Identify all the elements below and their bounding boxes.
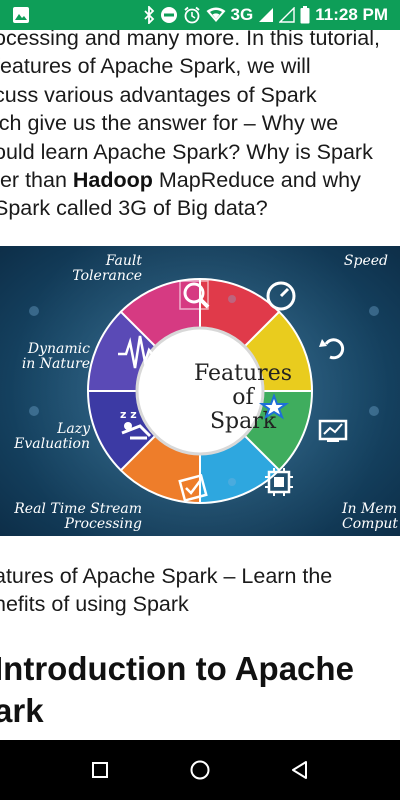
- section-heading: Introduction to Apache ark: [0, 648, 400, 732]
- checklist-icon: [178, 473, 208, 503]
- signal-empty-icon: [279, 7, 295, 23]
- clock: 11:28 PM: [315, 5, 388, 24]
- label-line: Fault: [105, 253, 142, 269]
- label-real-time-stream-processing: Real Time Stream Processing: [4, 502, 142, 532]
- monitor-chart-icon: [318, 419, 348, 442]
- star-icon: [258, 393, 290, 420]
- paragraph-line: features of Apache Spark, we will: [0, 54, 311, 79]
- hadoop-link[interactable]: Hadoop: [72, 167, 153, 192]
- center-title-line1: Features: [194, 361, 292, 386]
- watermark-dots: [29, 295, 379, 486]
- paragraph-line: ter than Hadoop MapReduce and why: [0, 166, 400, 194]
- label-line: Tolerance: [72, 268, 142, 284]
- label-line: Evaluation: [14, 436, 90, 452]
- paragraph-line: ould learn Apache Spark? Why is Spark: [0, 139, 373, 164]
- label-line: Lazy: [57, 421, 90, 437]
- label-line: Comput: [342, 516, 399, 532]
- chip-icon: [265, 468, 293, 496]
- alarm-icon: [183, 6, 201, 24]
- caption-line: atures of Apache Spark – Learn the: [0, 564, 333, 588]
- navigation-bar: [0, 740, 400, 800]
- heading-line: ark: [0, 692, 44, 729]
- do-not-disturb-icon: [160, 6, 178, 24]
- back-icon[interactable]: [288, 758, 312, 782]
- wifi-icon: [206, 7, 226, 23]
- paragraph-text: MapReduce and why: [152, 167, 361, 192]
- caption-line: nefits of using Spark: [0, 592, 189, 617]
- label-line: Real Time Stream: [14, 501, 142, 517]
- label-lazy-evaluation: Lazy Evaluation: [4, 422, 90, 452]
- features-of-spark-image: Features of Spark: [0, 246, 400, 536]
- sleeping-person-icon: z z: [120, 408, 152, 440]
- paragraph-line: ocessing and many more. In this tutorial…: [0, 30, 380, 50]
- speedometer-icon: [266, 281, 296, 311]
- svg-text:z z: z z: [120, 408, 137, 421]
- refresh-icon: [319, 338, 345, 360]
- label-line: In Mem: [342, 501, 397, 517]
- recent-apps-icon[interactable]: [88, 758, 112, 782]
- pulse-icon: [118, 335, 162, 369]
- label-speed: Speed: [343, 253, 388, 269]
- label-line: in Nature: [21, 356, 90, 372]
- label-line: Processing: [64, 516, 143, 532]
- label-line: Dynamic: [27, 341, 90, 357]
- magnifier-icon: [179, 280, 210, 310]
- paragraph-line: ich give us the answer for – Why we: [0, 111, 339, 136]
- network-type-label: 3G: [230, 5, 254, 24]
- status-bar: 3G 11:28 PM: [0, 0, 400, 30]
- image-caption: atures of Apache Spark – Learn the nefit…: [0, 562, 400, 619]
- signal-icon: [258, 7, 274, 23]
- paragraph-line: cuss various advantages of Spark: [0, 82, 317, 107]
- label-in-memory-computation: In Mem Comput: [342, 502, 400, 532]
- features-wheel: Features of Spark: [10, 246, 390, 536]
- label-fault-tolerance: Fault Tolerance: [52, 254, 142, 284]
- bluetooth-icon: [143, 6, 155, 24]
- heading-line: Introduction to Apache: [0, 650, 354, 687]
- paragraph-text: ter than: [0, 167, 73, 192]
- article-paragraph: ocessing and many more. In this tutorial…: [0, 30, 400, 223]
- article-content[interactable]: ocessing and many more. In this tutorial…: [0, 30, 400, 740]
- label-dynamic-in-nature: Dynamic in Nature: [6, 342, 90, 372]
- battery-icon: [300, 6, 310, 24]
- home-icon[interactable]: [188, 758, 212, 782]
- center-title-line2: of: [232, 385, 255, 410]
- image-notification-icon: [12, 6, 30, 24]
- paragraph-line: Spark called 3G of Big data?: [0, 196, 268, 221]
- center-title-line3: Spark: [210, 409, 277, 434]
